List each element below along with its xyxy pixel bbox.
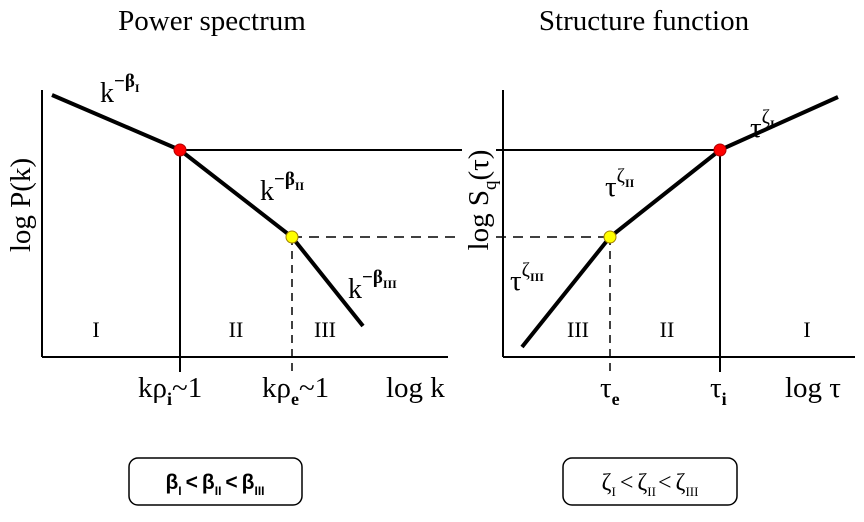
zeta-relation-box (562, 457, 738, 506)
zeta-relation-text: ζI<ζII<ζIII (602, 470, 699, 499)
tick-label-tau-e: τe (600, 372, 620, 409)
structure-function-ylabel: log Sq(τ) (463, 150, 501, 251)
tick-label-tau-i: τi (710, 372, 727, 409)
region-label-I: I (92, 317, 99, 342)
ion-breakpoint-marker-left (173, 143, 187, 157)
beta-relation-text: βI<βII<βIII (165, 471, 264, 498)
slope-label-I: k−βI (100, 71, 140, 109)
slope-label-III: k−βIII (348, 267, 397, 305)
power-spectrum-xlabel: log k (386, 372, 445, 404)
ion-breakpoint-marker-right (713, 143, 727, 157)
power-spectrum-curve (51, 93, 365, 328)
tau-slope-label-III: τζIII (510, 259, 544, 297)
tick-label-ion: kρi~1 (138, 372, 202, 409)
structure-function-xlabel: log τ (785, 372, 841, 404)
power-spectrum-panel: Power spectrum log P(k) I II III k−βI k−… (5, 5, 448, 506)
structure-function-title: Structure function (539, 5, 750, 37)
power-spectrum-ylabel: log P(k) (5, 158, 37, 252)
electron-breakpoint-marker-right (603, 230, 617, 244)
ylabel-background (462, 125, 496, 275)
beta-relation-box (128, 457, 303, 506)
region-label-III: III (314, 317, 336, 342)
tau-slope-label-II: τζII (605, 165, 635, 203)
tick-label-electron: kρe~1 (262, 372, 329, 409)
region-label-II-right: II (660, 317, 675, 342)
electron-breakpoint-marker-left (285, 230, 299, 244)
region-label-I-right: I (803, 317, 810, 342)
region-label-III-right: III (567, 317, 589, 342)
region-label-II: II (229, 317, 244, 342)
slope-label-II: k−βII (260, 169, 305, 207)
structure-function-curve (520, 95, 839, 349)
tau-slope-label-I: τζI (750, 106, 775, 144)
power-spectrum-title: Power spectrum (118, 5, 306, 37)
structure-function-panel: Structure function log Sq(τ) III II I τζ… (462, 5, 855, 506)
